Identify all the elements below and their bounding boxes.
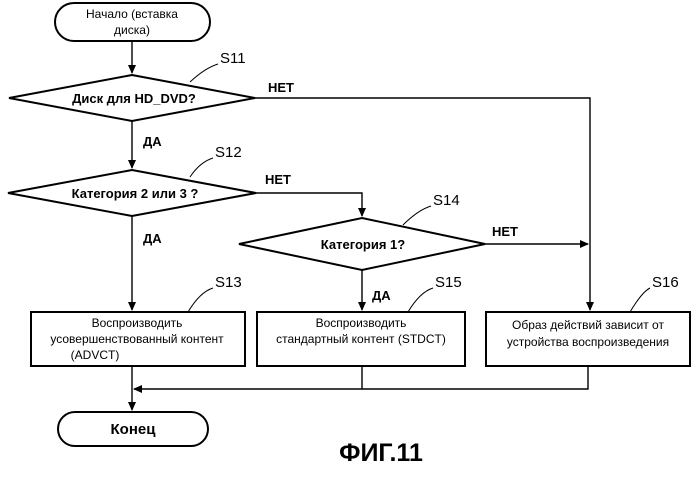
connector-s12-no (256, 193, 362, 216)
figure-caption: ФИГ.11 (339, 439, 423, 467)
step-leader-s12 (190, 158, 213, 177)
step-label-s15: S15 (435, 274, 462, 291)
connector-s11-no (255, 98, 590, 310)
process-s15-line1: Воспроизводить (316, 316, 407, 330)
step-label-s12: S12 (215, 144, 242, 161)
start-label-line1: Начало (вставка (86, 7, 178, 21)
decision-s14: Категория 1? (239, 218, 485, 270)
edge-label-s14-no: НЕТ (492, 224, 518, 239)
start-terminator: Начало (вставка диска) (55, 3, 210, 41)
process-s13-line3: (ADVCT) (71, 348, 120, 362)
step-label-s13: S13 (215, 274, 242, 291)
step-label-s16: S16 (652, 274, 679, 291)
start-label-line2: диска) (114, 23, 150, 37)
process-s13-line2: усовершенствованный контент (50, 332, 224, 346)
decision-s14-text: Категория 1? (321, 237, 405, 252)
edge-label-s14-yes: ДА (372, 288, 391, 303)
decision-s12: Категория 2 или 3 ? (8, 170, 256, 216)
process-s15: Воспроизводить стандартный контент (STDC… (257, 312, 465, 366)
step-leader-s13 (188, 288, 213, 312)
step-leader-s15 (408, 288, 433, 312)
process-s16-line1: Образ действий зависит от (512, 318, 664, 332)
connector-s16-merge (134, 366, 588, 389)
end-label: Конец (111, 421, 157, 438)
decision-s11: Диск для HD_DVD? (9, 75, 255, 121)
end-terminator: Конец (58, 412, 208, 446)
decision-s12-text: Категория 2 или 3 ? (72, 186, 199, 201)
step-label-s11: S11 (220, 50, 246, 67)
process-s13-line1: Воспроизводить (92, 316, 183, 330)
process-s16-line2: устройства воспроизведения (507, 335, 669, 349)
step-label-s14: S14 (433, 192, 460, 209)
process-s15-line2: стандартный контент (STDCT) (276, 332, 446, 346)
decision-s11-text: Диск для HD_DVD? (72, 91, 196, 106)
process-s16: Образ действий зависит от устройства вос… (486, 312, 690, 366)
edge-label-s12-yes: ДА (143, 231, 162, 246)
step-leader-s14 (403, 206, 431, 225)
edge-label-s11-no: НЕТ (268, 80, 294, 95)
step-leader-s16 (630, 288, 650, 312)
step-leader-s11 (190, 64, 218, 82)
process-s13: Воспроизводить усовершенствованный конте… (31, 312, 245, 366)
edge-label-s11-yes: ДА (143, 134, 162, 149)
edge-label-s12-no: НЕТ (265, 172, 291, 187)
